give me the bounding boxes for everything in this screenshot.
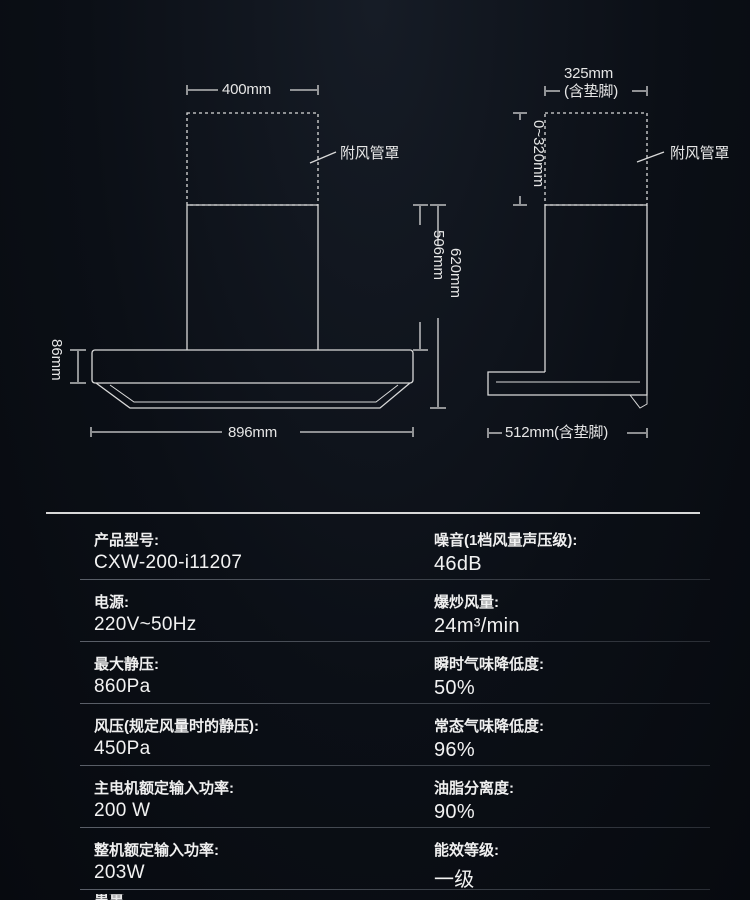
spec-value: 46dB [434,553,482,575]
partial-spec-text: 重量 [94,894,124,900]
side-top-depth-note: (含垫脚) [564,83,618,100]
front-bottom-width-label: 896mm [228,424,278,441]
side-duct-cover-outline [544,112,648,206]
spec-row: 最大静压: 860Pa 瞬时气味降低度: 50% [80,642,710,704]
spec-label: 电源: [94,594,129,611]
spec-table: 产品型号: CXW-200-i11207 噪音(1档风量声压级): 46dB 电… [80,518,710,891]
front-hood-bottom [95,382,411,409]
side-bottom-depth-label: 512mm(含垫脚) [505,424,609,441]
spec-label: 噪音(1档风量声压级): [434,532,578,549]
front-body-height-label: 506mm [430,230,447,281]
spec-label: 常态气味降低度: [434,718,544,735]
spec-value: 860Pa [94,676,151,697]
spec-row: 电源: 220V~50Hz 爆炒风量: 24m³/min [80,580,710,642]
dimension-drawing [70,85,665,438]
spec-label: 最大静压: [94,656,159,673]
front-total-height-label: 620mm [447,248,464,299]
spec-label: 爆炒风量: [434,594,499,611]
partial-spec-label: 重量 [94,894,124,900]
spec-value: 96% [434,739,475,761]
section-divider [46,512,700,514]
spec-value: 50% [434,677,475,699]
spec-label: 主电机额定输入功率: [94,780,234,797]
front-panel-outline [91,349,414,384]
spec-label: 油脂分离度: [434,780,514,797]
spec-label: 风压(规定风量时的静压): [94,718,259,735]
spec-value: 450Pa [94,738,151,759]
spec-value: 一级 [434,869,475,891]
spec-value: 220V~50Hz [94,614,197,635]
front-duct-cover-outline [186,112,319,206]
side-duct-cover-label: 附风管罩 [670,145,730,162]
spec-row: 产品型号: CXW-200-i11207 噪音(1档风量声压级): 46dB [80,518,710,580]
spec-row: 风压(规定风量时的静压): 450Pa 常态气味降低度: 96% [80,704,710,766]
side-duct-range-label: 0~320mm [530,120,547,188]
dimension-diagram: 400mm 附风管罩 506mm 620mm 86mm 896mm 325mm … [48,65,730,441]
spec-label: 能效等级: [434,842,499,859]
spec-row: 主电机额定输入功率: 200 W 油脂分离度: 90% [80,766,710,828]
spec-label: 瞬时气味降低度: [434,656,544,673]
side-panel-outline [487,371,648,396]
front-top-width-label: 400mm [222,81,272,98]
spec-value: 90% [434,801,475,823]
front-duct-cover-label: 附风管罩 [340,145,400,162]
spec-label: 整机额定输入功率: [94,842,219,859]
spec-row: 整机额定输入功率: 203W 能效等级: 一级 [80,828,710,891]
spec-value: 203W [94,862,145,883]
side-top-depth-label: 325mm [564,65,614,82]
spec-value: 24m³/min [434,615,520,637]
spec-label: 产品型号: [94,532,159,549]
front-panel-height-label: 86mm [48,339,65,381]
spec-value: 200 W [94,800,151,821]
spec-value: CXW-200-i11207 [94,552,243,573]
